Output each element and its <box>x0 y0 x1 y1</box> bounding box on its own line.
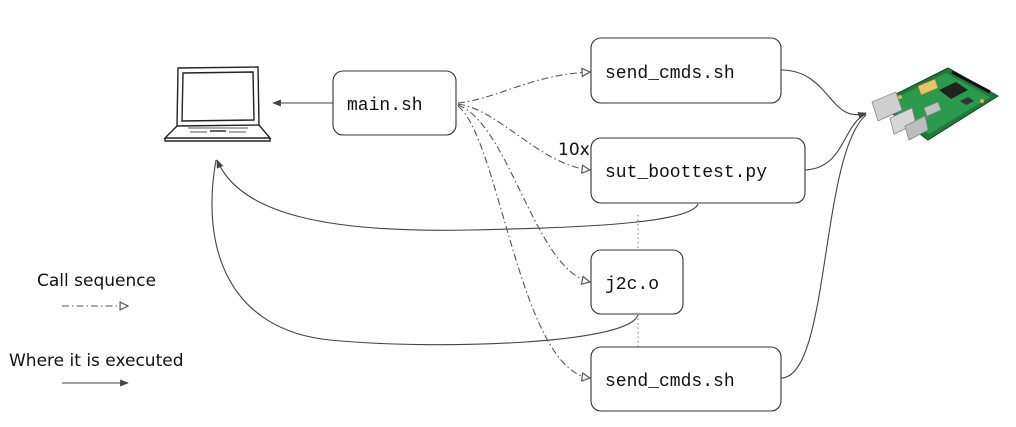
sut-boottest-to-laptop-curve <box>216 159 699 231</box>
j2c-label: j2c.o <box>605 275 659 295</box>
sut-boottest-to-board-curve <box>804 113 867 171</box>
send-cmds-top-node: send_cmds.sh <box>590 37 782 104</box>
main-sh-node: main.sh <box>332 70 457 136</box>
legend: Call sequence Where it is executed <box>9 271 184 387</box>
main-to-sut-boottest-call <box>457 103 590 170</box>
repeat-count-label: 10x <box>558 140 590 160</box>
legend-call-sequence-label: Call sequence <box>37 271 156 291</box>
j2c-node: j2c.o <box>590 249 684 315</box>
j2c-to-laptop-curve <box>211 159 639 346</box>
raspberry-pi-board-icon <box>871 67 999 141</box>
main-to-j2c-call <box>457 104 590 282</box>
main-to-send-cmds-top-call <box>457 72 590 104</box>
send-cmds-bottom-node: send_cmds.sh <box>590 346 782 412</box>
main-to-send-cmds-bottom-call <box>457 105 590 378</box>
send-cmds-top-label: send_cmds.sh <box>605 64 735 84</box>
send-cmds-bottom-label: send_cmds.sh <box>605 372 735 392</box>
main-sh-label: main.sh <box>347 96 423 116</box>
laptop-icon <box>163 66 272 142</box>
send-cmds-bottom-to-board-curve <box>780 114 867 379</box>
legend-where-executed-label: Where it is executed <box>9 351 184 371</box>
send-cmds-top-to-board-curve <box>780 69 867 119</box>
sut-boottest-label: sut_boottest.py <box>605 163 767 183</box>
sut-boottest-node: sut_boottest.py <box>590 137 806 204</box>
